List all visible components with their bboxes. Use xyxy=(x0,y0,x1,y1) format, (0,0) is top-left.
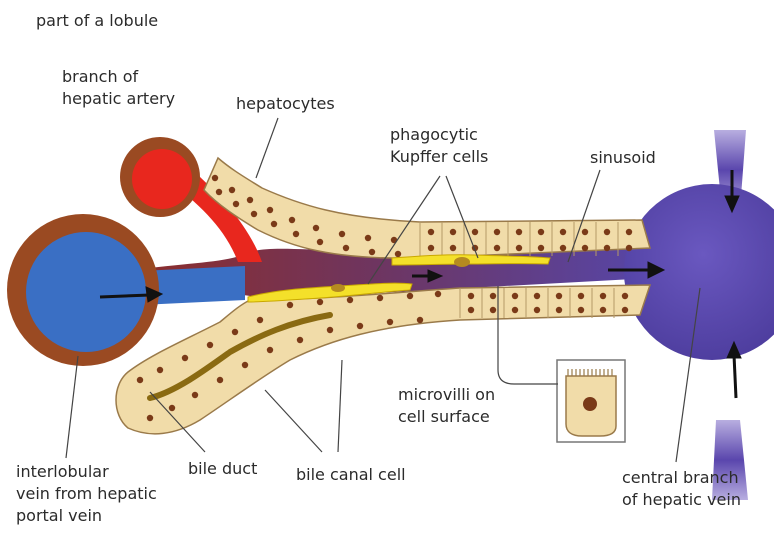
hepatocyte-nucleus xyxy=(556,293,562,299)
bile-canal-cell-label: bile canal cell xyxy=(296,464,406,486)
hepatocyte-nucleus xyxy=(560,245,566,251)
sinusoid-label: sinusoid xyxy=(590,147,656,169)
diagram-title: part of a lobule xyxy=(36,10,158,32)
hepatocyte-nucleus xyxy=(313,225,319,231)
hepatocyte-nucleus xyxy=(287,302,293,308)
hepatic-artery xyxy=(120,137,200,217)
hepatocyte-nucleus xyxy=(560,229,566,235)
hepatocyte-nucleus xyxy=(435,291,441,297)
hepatocyte-nucleus xyxy=(578,293,584,299)
kupffer-cells-label: phagocytic Kupffer cells xyxy=(390,124,488,168)
hepatocyte-nucleus xyxy=(242,362,248,368)
hepatocyte-nucleus xyxy=(251,211,257,217)
bile-duct-label: bile duct xyxy=(188,458,257,480)
hepatocyte-nucleus xyxy=(512,293,518,299)
hepatocyte-nucleus xyxy=(387,319,393,325)
hepatocyte-nucleus xyxy=(428,229,434,235)
hepatocyte-nucleus xyxy=(343,245,349,251)
hepatocyte-nucleus xyxy=(247,197,253,203)
hepatocyte-nucleus xyxy=(428,245,434,251)
hepatocyte-nucleus xyxy=(157,367,163,373)
hepatocyte-nucleus xyxy=(534,293,540,299)
hepatocyte-nucleus xyxy=(622,307,628,313)
central-vein-label: central branch of hepatic vein xyxy=(622,467,741,511)
hepatocyte-nucleus xyxy=(207,342,213,348)
hepatocyte-nucleus xyxy=(600,307,606,313)
hepatocyte-nucleus xyxy=(347,297,353,303)
hepatocyte-nucleus xyxy=(395,251,401,257)
hepatocyte-nucleus xyxy=(217,377,223,383)
hepatocyte-nucleus xyxy=(538,245,544,251)
upper-hepatocyte-plate xyxy=(204,158,650,258)
hepatocyte-nucleus xyxy=(494,229,500,235)
hepatocyte-nucleus xyxy=(147,415,153,421)
microvilli-label: microvilli on cell surface xyxy=(398,384,495,428)
hepatocyte-nucleus xyxy=(604,245,610,251)
hepatocyte-nucleus xyxy=(232,329,238,335)
hepatocyte-nucleus xyxy=(407,293,413,299)
hepatocyte-nucleus xyxy=(516,245,522,251)
hepatocyte-nucleus xyxy=(365,235,371,241)
hepatocyte-nucleus xyxy=(233,201,239,207)
hepatocytes-label: hepatocytes xyxy=(236,93,335,115)
hepatocyte-nucleus xyxy=(450,245,456,251)
hepatic-artery-label: branch of hepatic artery xyxy=(62,66,175,110)
hepatocyte-nucleus xyxy=(169,405,175,411)
microvilli-inset xyxy=(557,360,625,442)
hepatocyte-nucleus xyxy=(468,293,474,299)
hepatocyte-nucleus xyxy=(216,189,222,195)
hepatocyte-nucleus xyxy=(267,207,273,213)
hepatocyte-nucleus xyxy=(516,229,522,235)
hepatocyte-nucleus xyxy=(267,347,273,353)
hepatocyte-nucleus xyxy=(369,249,375,255)
hepatocyte-nucleus xyxy=(317,299,323,305)
central-vein xyxy=(624,184,774,360)
hepatocyte-nucleus xyxy=(490,307,496,313)
hepatocyte-nucleus xyxy=(494,245,500,251)
hepatocyte-nucleus xyxy=(626,229,632,235)
hepatocyte-nucleus xyxy=(212,175,218,181)
hepatocyte-nucleus xyxy=(257,317,263,323)
hepatocyte-nucleus xyxy=(317,239,323,245)
hepatocyte-nucleus xyxy=(297,337,303,343)
hepatocyte-nucleus xyxy=(512,307,518,313)
hepatocyte-nucleus xyxy=(450,229,456,235)
hepatocyte-nucleus xyxy=(582,229,588,235)
interlobular-vein-label: interlobular vein from hepatic portal ve… xyxy=(16,461,157,527)
hepatocyte-nucleus xyxy=(339,231,345,237)
hepatocyte-nucleus xyxy=(468,307,474,313)
hepatocyte-nucleus xyxy=(327,327,333,333)
hepatocyte-nucleus xyxy=(534,307,540,313)
hepatocyte-nucleus xyxy=(538,229,544,235)
hepatocyte-nucleus xyxy=(271,221,277,227)
hepatocyte-nucleus xyxy=(182,355,188,361)
hepatocyte-nucleus xyxy=(600,293,606,299)
hepatocyte-nucleus xyxy=(556,307,562,313)
hepatocyte-nucleus xyxy=(192,392,198,398)
interlobular-vein xyxy=(7,214,159,366)
hepatocyte-nucleus xyxy=(490,293,496,299)
hepatocyte-nucleus xyxy=(137,377,143,383)
hepatocyte-nucleus xyxy=(377,295,383,301)
hepatocyte-nucleus xyxy=(229,187,235,193)
hepatocyte-nucleus xyxy=(626,245,632,251)
hepatocyte-nucleus xyxy=(289,217,295,223)
hepatocyte-nucleus xyxy=(578,307,584,313)
hepatocyte-nucleus xyxy=(622,293,628,299)
hepatocyte-nucleus xyxy=(357,323,363,329)
hepatocyte-nucleus xyxy=(293,231,299,237)
hepatocyte-nucleus xyxy=(604,229,610,235)
hepatocyte-nucleus xyxy=(472,229,478,235)
hepatocyte-nucleus xyxy=(582,245,588,251)
hepatocyte-nucleus xyxy=(417,317,423,323)
